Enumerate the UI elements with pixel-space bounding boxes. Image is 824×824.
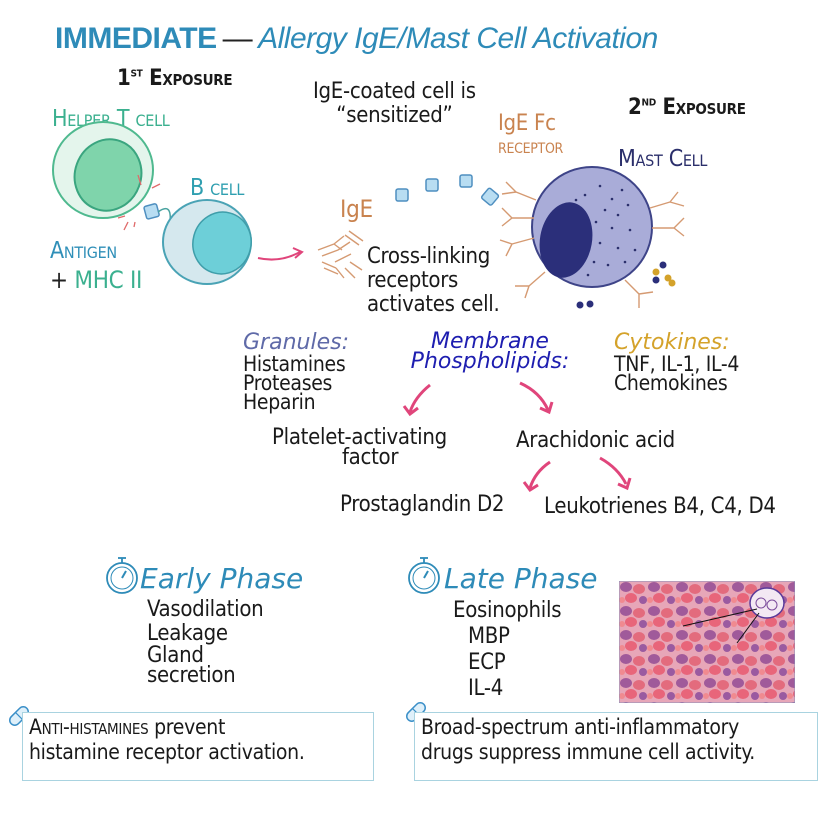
fc-receptor-line1: IgE Fc	[498, 111, 556, 136]
early-item: Leakage	[147, 621, 228, 646]
crosslink-text: Cross-linking receptors activates cell.	[367, 245, 500, 317]
cytokine-item: TNF, IL-1, IL-4	[614, 352, 740, 376]
early-item: Gland	[147, 643, 204, 668]
granule-dots	[574, 184, 637, 277]
histology-image	[619, 581, 795, 703]
cytokines-heading: Cytokines:	[614, 330, 730, 355]
first-exposure-label: 1ST Exposure	[117, 66, 233, 91]
crosslink-line1: Cross-linking	[367, 244, 491, 269]
prostaglandin: Prostaglandin D2	[340, 492, 505, 517]
membrane-heading: Membrane Phospholipids:	[395, 329, 585, 374]
fc-receptors	[499, 181, 685, 308]
paf-line2: factor	[342, 445, 399, 470]
late-item: MBP	[468, 624, 510, 649]
anti-inflammatory-note: Broad-spectrum anti-inflammatory drugs s…	[414, 712, 818, 781]
fc-receptor-line2: receptor	[498, 134, 564, 158]
title-dash: —	[222, 22, 253, 55]
stopwatch-icon	[106, 557, 138, 594]
crosslink-line2: receptors	[367, 268, 459, 293]
paf-line1: Platelet-activating	[272, 425, 447, 450]
note-right-line1: Broad-spectrum anti-inflammatory	[421, 715, 740, 739]
cytokines-section: Cytokines: TNF, IL-1, IL-4 Chemokines	[614, 330, 740, 395]
note-left-line1: prevent	[148, 715, 226, 739]
early-item: secretion	[147, 663, 236, 688]
late-phase-list: Eosinophils MBP ECP IL-4	[453, 598, 562, 702]
b-cell	[162, 199, 252, 285]
note-left-line2: histamine receptor activation.	[29, 740, 305, 764]
pathway-arrows	[402, 381, 632, 493]
b-cell-label: B cell	[190, 175, 245, 201]
early-item: Vasodilation	[147, 597, 264, 622]
late-item: Eosinophils	[453, 598, 562, 623]
membrane-line2: Phospholipids:	[410, 349, 570, 374]
cytokine-item: Chemokines	[614, 371, 728, 395]
allergen-particles	[395, 174, 500, 206]
cell-illustration	[52, 121, 685, 309]
released-granules	[576, 261, 676, 309]
mast-cell	[531, 166, 653, 288]
title-main: IMMEDIATE	[55, 22, 217, 55]
arrow-bcell-to-ige	[257, 251, 301, 261]
second-exposure-num: 2	[628, 95, 642, 120]
mhc-text: MHC II	[74, 266, 143, 294]
mast-cell-label: Mast Cell	[618, 146, 708, 172]
antihistamine-note: Anti-histamines prevent histamine recept…	[22, 712, 374, 781]
arrow-to-paf	[408, 383, 431, 413]
helper-t-cell	[52, 121, 154, 219]
arrow-to-prostaglandin	[528, 460, 551, 489]
fc-receptor-label: IgE Fc receptor	[498, 111, 564, 158]
crosslink-line3: activates cell.	[367, 292, 500, 317]
granule-item: Heparin	[243, 390, 316, 414]
membrane-line1: Membrane	[431, 329, 549, 354]
stopwatch-icon	[408, 557, 440, 594]
arrow-to-arachidonic	[519, 381, 550, 411]
page-title: IMMEDIATE—Allergy IgE/Mast Cell Activati…	[55, 22, 658, 56]
late-item: IL-4	[468, 676, 504, 701]
sensitized-line1: IgE-coated cell is	[313, 79, 476, 104]
plus-sign: +	[50, 266, 68, 294]
first-exposure-num: 1	[117, 66, 131, 91]
second-exposure-label: 2ND Exposure	[628, 95, 746, 120]
antigen-label: Antigen	[50, 238, 117, 264]
note-left-caps: Anti-histamines	[29, 715, 149, 739]
ige-label: IgE	[340, 195, 373, 223]
first-exposure-text: Exposure	[149, 66, 233, 91]
antigen-icon	[143, 203, 160, 220]
ige-antibodies	[317, 230, 364, 279]
second-exposure-sup: ND	[641, 97, 656, 109]
early-phase-list: Vasodilation Leakage Gland secretion	[147, 597, 264, 688]
granule-item: Proteases	[243, 371, 333, 395]
second-exposure-text: Exposure	[662, 95, 746, 120]
granule-item: Histamines	[243, 352, 346, 376]
first-exposure-sup: ST	[130, 68, 143, 80]
paf-text: Platelet-activating factor	[272, 425, 447, 470]
late-phase-heading: Late Phase	[444, 562, 598, 595]
arrow-to-leukotrienes	[599, 456, 628, 485]
arachidonic-acid: Arachidonic acid	[516, 428, 675, 453]
title-subtitle: Allergy IgE/Mast Cell Activation	[258, 22, 658, 55]
late-item: ECP	[468, 650, 506, 675]
granules-section: Granules: Histamines Proteases Heparin	[243, 330, 349, 414]
leukotrienes: Leukotrienes B4, C4, D4	[544, 494, 776, 519]
note-right-line2: drugs suppress immune cell activity.	[421, 740, 755, 764]
sensitized-text: IgE-coated cell is “sensitized”	[313, 80, 476, 128]
mhc-label: + MHC II	[50, 266, 142, 294]
activation-marks	[117, 174, 161, 231]
granules-heading: Granules:	[243, 330, 349, 355]
sensitized-line2: “sensitized”	[336, 103, 453, 128]
early-phase-heading: Early Phase	[140, 562, 304, 595]
